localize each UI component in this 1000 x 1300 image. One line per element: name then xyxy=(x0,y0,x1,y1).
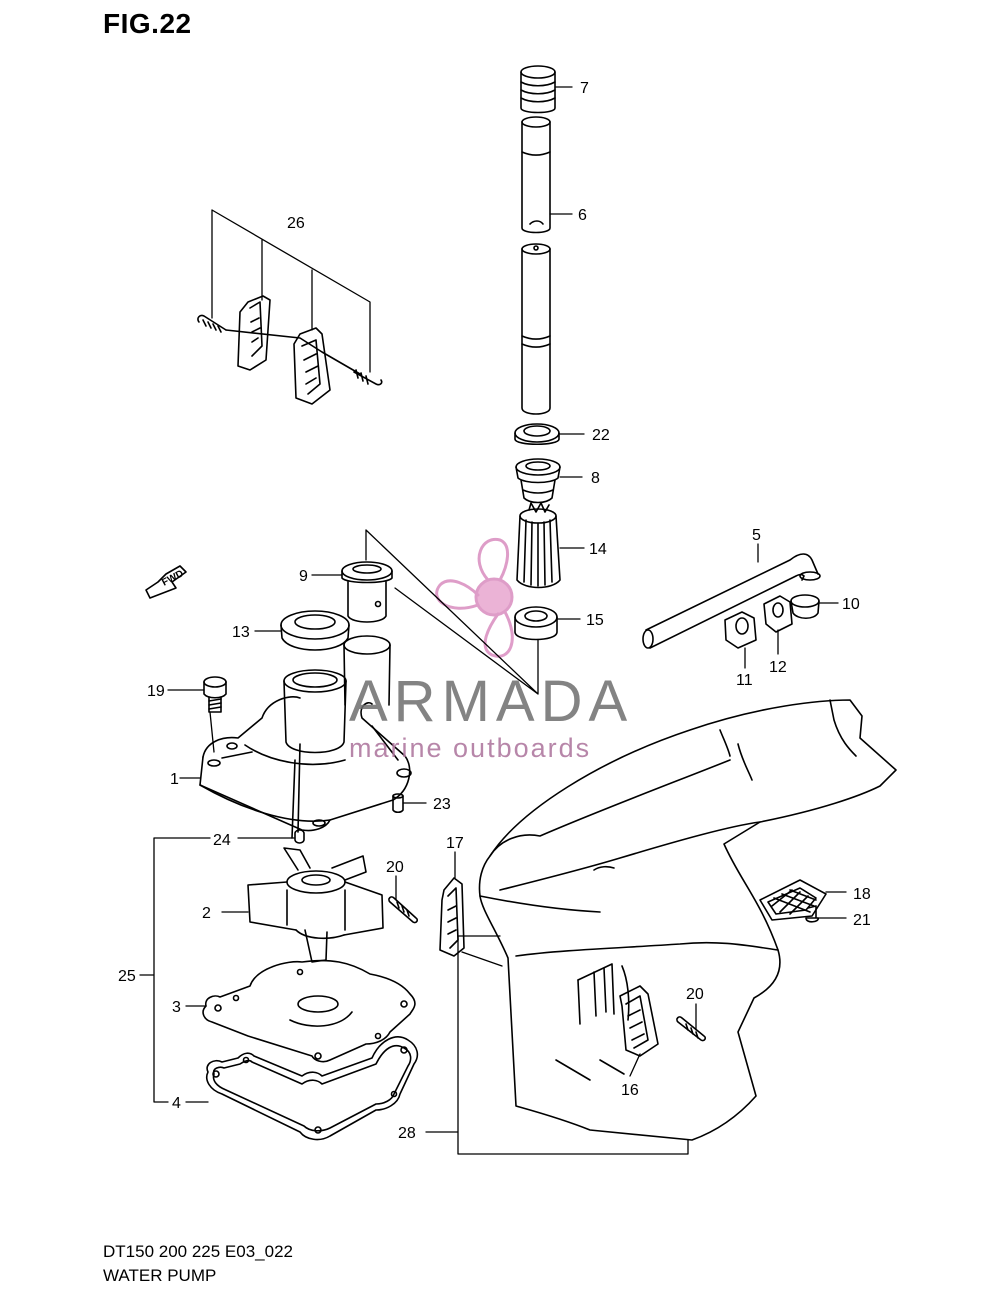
part-6-water-tube xyxy=(521,116,551,234)
part-8-grommet xyxy=(515,458,561,504)
callout-22: 22 xyxy=(592,427,610,444)
part-14-tube-grommet xyxy=(516,502,561,589)
callout-6: 6 xyxy=(578,207,587,224)
part-4-gasket xyxy=(206,1036,419,1141)
callout-11: 11 xyxy=(736,672,753,689)
callout-4: 4 xyxy=(172,1095,181,1112)
part-7-grommet xyxy=(520,65,556,114)
figure-title: FIG.22 xyxy=(103,8,192,39)
part-3-plate xyxy=(202,959,416,1063)
callout-13: 13 xyxy=(232,624,250,641)
callout-10: 10 xyxy=(842,596,860,613)
callout-14: 14 xyxy=(589,541,607,558)
part-13-seal xyxy=(280,610,350,651)
callout-12: 12 xyxy=(769,659,787,676)
part-19-bolt xyxy=(203,676,227,713)
callout-18: 18 xyxy=(853,886,871,903)
callout-8: 8 xyxy=(591,470,600,487)
part-11-clamp xyxy=(724,611,757,649)
part-16-anode xyxy=(619,985,659,1057)
callout-21: 21 xyxy=(853,912,871,929)
part-6-water-tube-lower xyxy=(521,243,551,415)
model-code: DT150 200 225 E03_022 xyxy=(103,1242,293,1261)
callout-23: 23 xyxy=(433,796,451,813)
watermark-tagline: marine outboards xyxy=(349,733,592,763)
callout-24: 24 xyxy=(213,832,231,849)
part-22-seal-ring xyxy=(514,423,560,446)
part-17-anode xyxy=(439,877,465,957)
part-26-anode-set xyxy=(197,295,383,405)
callout-19: 19 xyxy=(147,683,165,700)
callout-28: 28 xyxy=(398,1125,416,1142)
propeller-logo-icon xyxy=(435,537,514,658)
callout-5: 5 xyxy=(752,527,761,544)
part-18-water-inlet-cover xyxy=(759,879,827,921)
callout-15: 15 xyxy=(586,612,604,629)
figure-name: WATER PUMP xyxy=(103,1266,217,1285)
part-5-water-hose xyxy=(642,553,821,649)
callout-2: 2 xyxy=(202,905,211,922)
part-10-cap xyxy=(790,594,820,620)
part-12-clamp xyxy=(763,595,793,633)
part-2-impeller xyxy=(247,847,384,963)
part-15-collar xyxy=(514,606,558,641)
callout-20-lower: 20 xyxy=(686,986,704,1003)
watermark-brand: ARMADA xyxy=(349,669,634,734)
callout-7: 7 xyxy=(580,80,589,97)
part-21-screw xyxy=(805,905,819,923)
callout-16: 16 xyxy=(621,1082,639,1099)
callout-20-upper: 20 xyxy=(386,859,404,876)
callout-9: 9 xyxy=(299,568,308,585)
part-20-bolt-lower xyxy=(676,1016,707,1042)
part-28-gear-case xyxy=(478,699,897,1141)
callout-1: 1 xyxy=(170,771,179,788)
part-1-pump-case xyxy=(199,635,412,839)
forward-arrow-icon: FWD xyxy=(145,565,187,599)
callout-3: 3 xyxy=(172,999,181,1016)
callout-labels: 7 6 26 22 8 5 14 9 10 15 13 12 11 19 1 2… xyxy=(118,80,871,1142)
callout-26: 26 xyxy=(287,215,305,232)
callout-17: 17 xyxy=(446,835,464,852)
part-9-tube-guide xyxy=(341,561,393,623)
callout-25: 25 xyxy=(118,968,136,985)
leader-lines xyxy=(139,86,847,1155)
part-24-key xyxy=(294,829,305,844)
part-20-bolt-upper xyxy=(388,896,419,924)
part-23-pin xyxy=(392,793,404,814)
